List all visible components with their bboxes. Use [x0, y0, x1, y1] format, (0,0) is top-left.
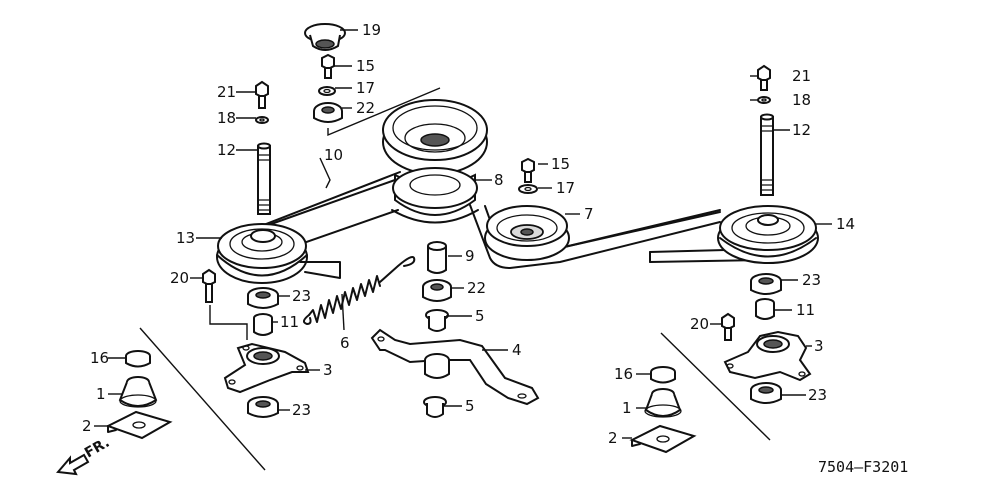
front-direction-arrow: FR. [56, 435, 112, 476]
callout-18-left: 18 [217, 109, 236, 127]
callout-23-right-lower: 23 [808, 386, 827, 404]
callout-5-upper: 5 [475, 307, 485, 325]
callout-9: 9 [465, 247, 475, 265]
cap-19 [304, 23, 346, 51]
bearing-23-left-upper [247, 287, 279, 309]
callout-6: 6 [340, 334, 350, 352]
collar-16-left [125, 350, 151, 368]
callout-15-top: 15 [356, 57, 375, 75]
bearing-23-left-lower [247, 396, 279, 418]
bolt-15-top [321, 53, 335, 79]
washer-17-top [318, 86, 336, 96]
callout-23-left-upper: 23 [292, 287, 311, 305]
bolt-21-left [255, 80, 269, 109]
spacer-11-right [755, 298, 775, 320]
leader-lines [94, 29, 832, 439]
mount-1-left [118, 376, 158, 408]
bolt-21-right [757, 64, 771, 91]
callout-3-right: 3 [814, 337, 824, 355]
callout-7: 7 [584, 205, 594, 223]
plate-2-left [105, 410, 173, 440]
callout-22-top: 22 [356, 99, 375, 117]
callout-11-right: 11 [796, 301, 815, 319]
idler-pulley [484, 205, 570, 261]
callout-16-right: 16 [614, 365, 633, 383]
collar-16-right [650, 366, 676, 384]
bearing-23-right-upper [750, 273, 782, 295]
drawing-code: 7504—F3201 [818, 458, 908, 476]
callout-21-left: 21 [217, 83, 236, 101]
callout-19: 19 [362, 21, 381, 39]
callout-1-right: 1 [622, 399, 632, 417]
bushing-5-upper [425, 309, 449, 332]
callout-21-right: 21 [792, 67, 811, 85]
spindle-housing-right [723, 330, 812, 382]
callout-22-center: 22 [467, 279, 486, 297]
callout-23-left-lower: 23 [292, 401, 311, 419]
bushing-5-lower [423, 396, 447, 418]
bearing-22-center [422, 279, 452, 302]
spacer-11-left [253, 313, 273, 336]
spindle-shaft-left [257, 142, 271, 215]
callout-1-left: 1 [96, 385, 106, 403]
center-double-pulley [382, 99, 488, 224]
spindle-shaft-right [760, 113, 774, 196]
callout-17-top: 17 [356, 79, 375, 97]
callout-20-right: 20 [690, 315, 709, 333]
washer-17-idler [518, 184, 538, 194]
direction-label: FR. [82, 435, 112, 462]
bolt-20-left [202, 268, 216, 303]
washer-18-left [255, 116, 269, 124]
bolt-15-idler [521, 157, 535, 183]
callout-11-left: 11 [280, 313, 299, 331]
callout-14: 14 [836, 215, 855, 233]
callout-10: 10 [324, 146, 343, 164]
callout-17-idler: 17 [556, 179, 575, 197]
callout-3-left: 3 [323, 361, 333, 379]
bolt-20-right [721, 312, 735, 341]
callout-5-lower: 5 [465, 397, 475, 415]
spindle-housing-left [223, 342, 310, 394]
callout-2-left: 2 [82, 417, 92, 435]
callout-12-right: 12 [792, 121, 811, 139]
callout-16-left: 16 [90, 349, 109, 367]
callout-15-idler: 15 [551, 155, 570, 173]
callout-18-right: 18 [792, 91, 811, 109]
tension-spring [303, 256, 416, 325]
callout-labels: 19 15 17 22 21 18 12 10 8 15 17 7 13 14 … [82, 21, 855, 447]
tension-arm [370, 328, 540, 406]
callout-13: 13 [176, 229, 195, 247]
callout-20-left: 20 [170, 269, 189, 287]
callout-8: 8 [494, 171, 504, 189]
callout-23-right-upper: 23 [802, 271, 821, 289]
bearing-22-top [313, 102, 343, 123]
washer-18-right [757, 96, 771, 104]
callout-4: 4 [512, 341, 522, 359]
plate-2-right [629, 424, 697, 454]
bearing-23-right-lower [750, 382, 782, 404]
spindle-pulley-right [717, 205, 819, 264]
callout-12-left: 12 [217, 141, 236, 159]
spindle-pulley-left [216, 223, 341, 284]
callout-2-right: 2 [608, 429, 618, 447]
collar-9 [427, 241, 447, 274]
mount-1-right [644, 388, 682, 418]
